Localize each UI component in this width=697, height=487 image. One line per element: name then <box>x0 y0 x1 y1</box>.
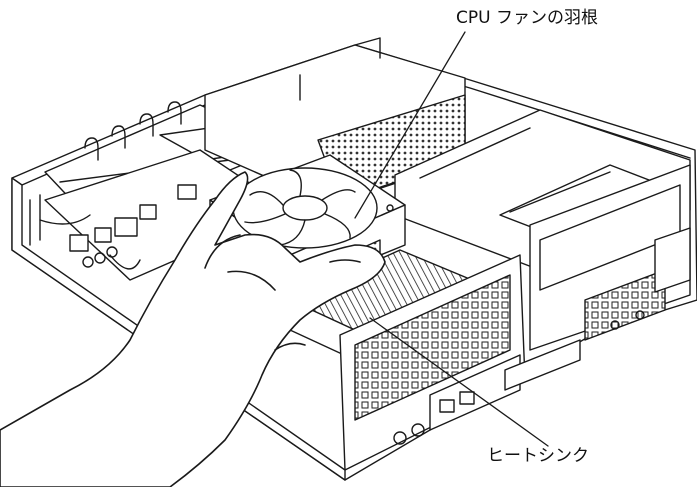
drive-cage <box>394 109 691 351</box>
callout-heat-sink: ヒートシンク <box>487 446 589 466</box>
callout-line-fan <box>354 31 466 219</box>
hand <box>0 171 386 487</box>
callout-line-heatsink <box>369 317 549 447</box>
callout-cpu-fan-blades: CPU ファンの羽根 <box>456 8 598 28</box>
